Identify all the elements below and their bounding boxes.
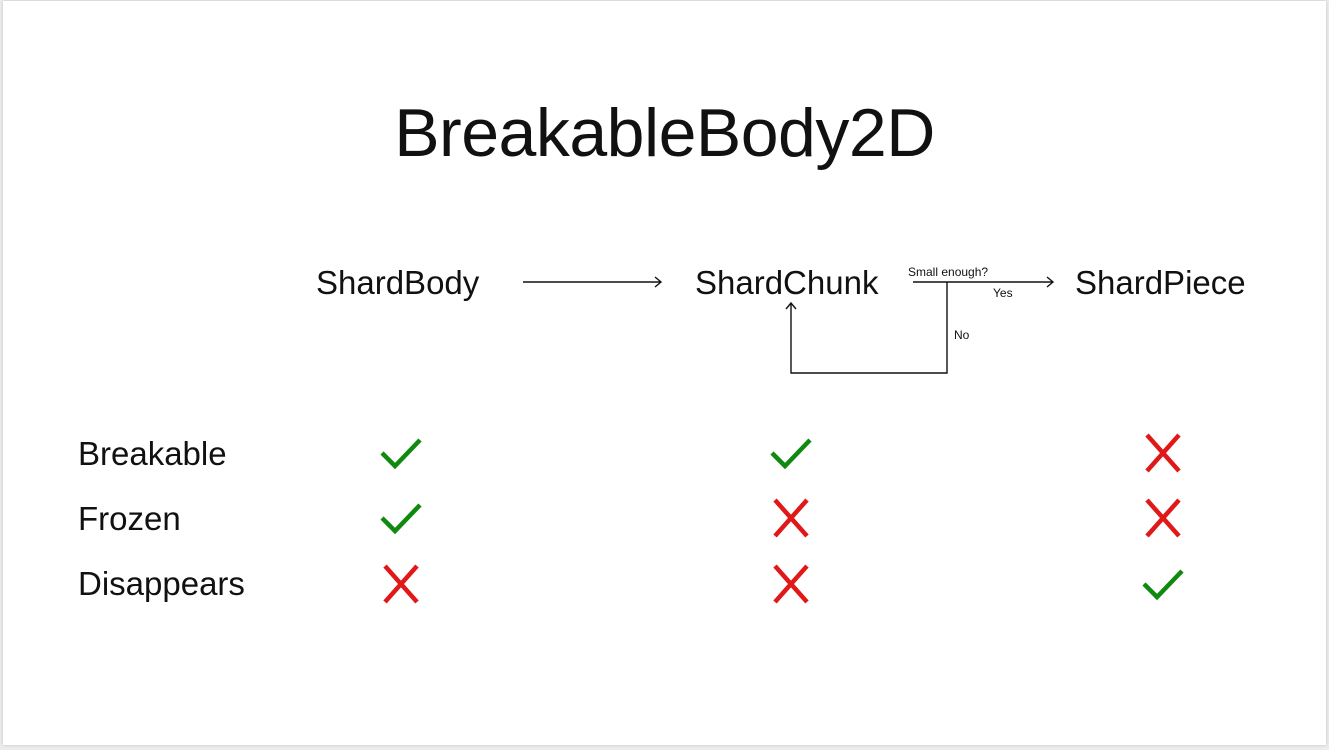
cross-icon (383, 564, 419, 604)
check-icon (770, 438, 812, 470)
slide: BreakableBody2D ShardBody ShardChunk Sha… (3, 1, 1326, 745)
cross-icon (1145, 498, 1181, 538)
condition-label: Small enough? (908, 265, 989, 279)
node-shardchunk: ShardChunk (695, 264, 879, 301)
arrow-no-loop (790, 282, 948, 374)
no-label: No (954, 328, 970, 342)
cross-icon (773, 498, 809, 538)
yes-label: Yes (993, 286, 1013, 300)
row-label-frozen: Frozen (78, 500, 181, 537)
row-label-breakable: Breakable (78, 435, 227, 472)
flow-arrows (523, 276, 1055, 374)
node-shardpiece: ShardPiece (1075, 264, 1246, 301)
cross-icon (773, 564, 809, 604)
slide-title: BreakableBody2D (394, 95, 935, 171)
node-shardbody: ShardBody (316, 264, 480, 301)
arrow-chunk-to-piece-head (1046, 276, 1055, 288)
check-icon (1142, 569, 1184, 601)
arrow-no-loop-head (785, 301, 797, 310)
check-icon (380, 503, 422, 535)
arrow-body-to-chunk-head (654, 276, 663, 288)
row-label-disappears: Disappears (78, 565, 245, 602)
check-icon (380, 438, 422, 470)
cross-icon (1145, 433, 1181, 473)
